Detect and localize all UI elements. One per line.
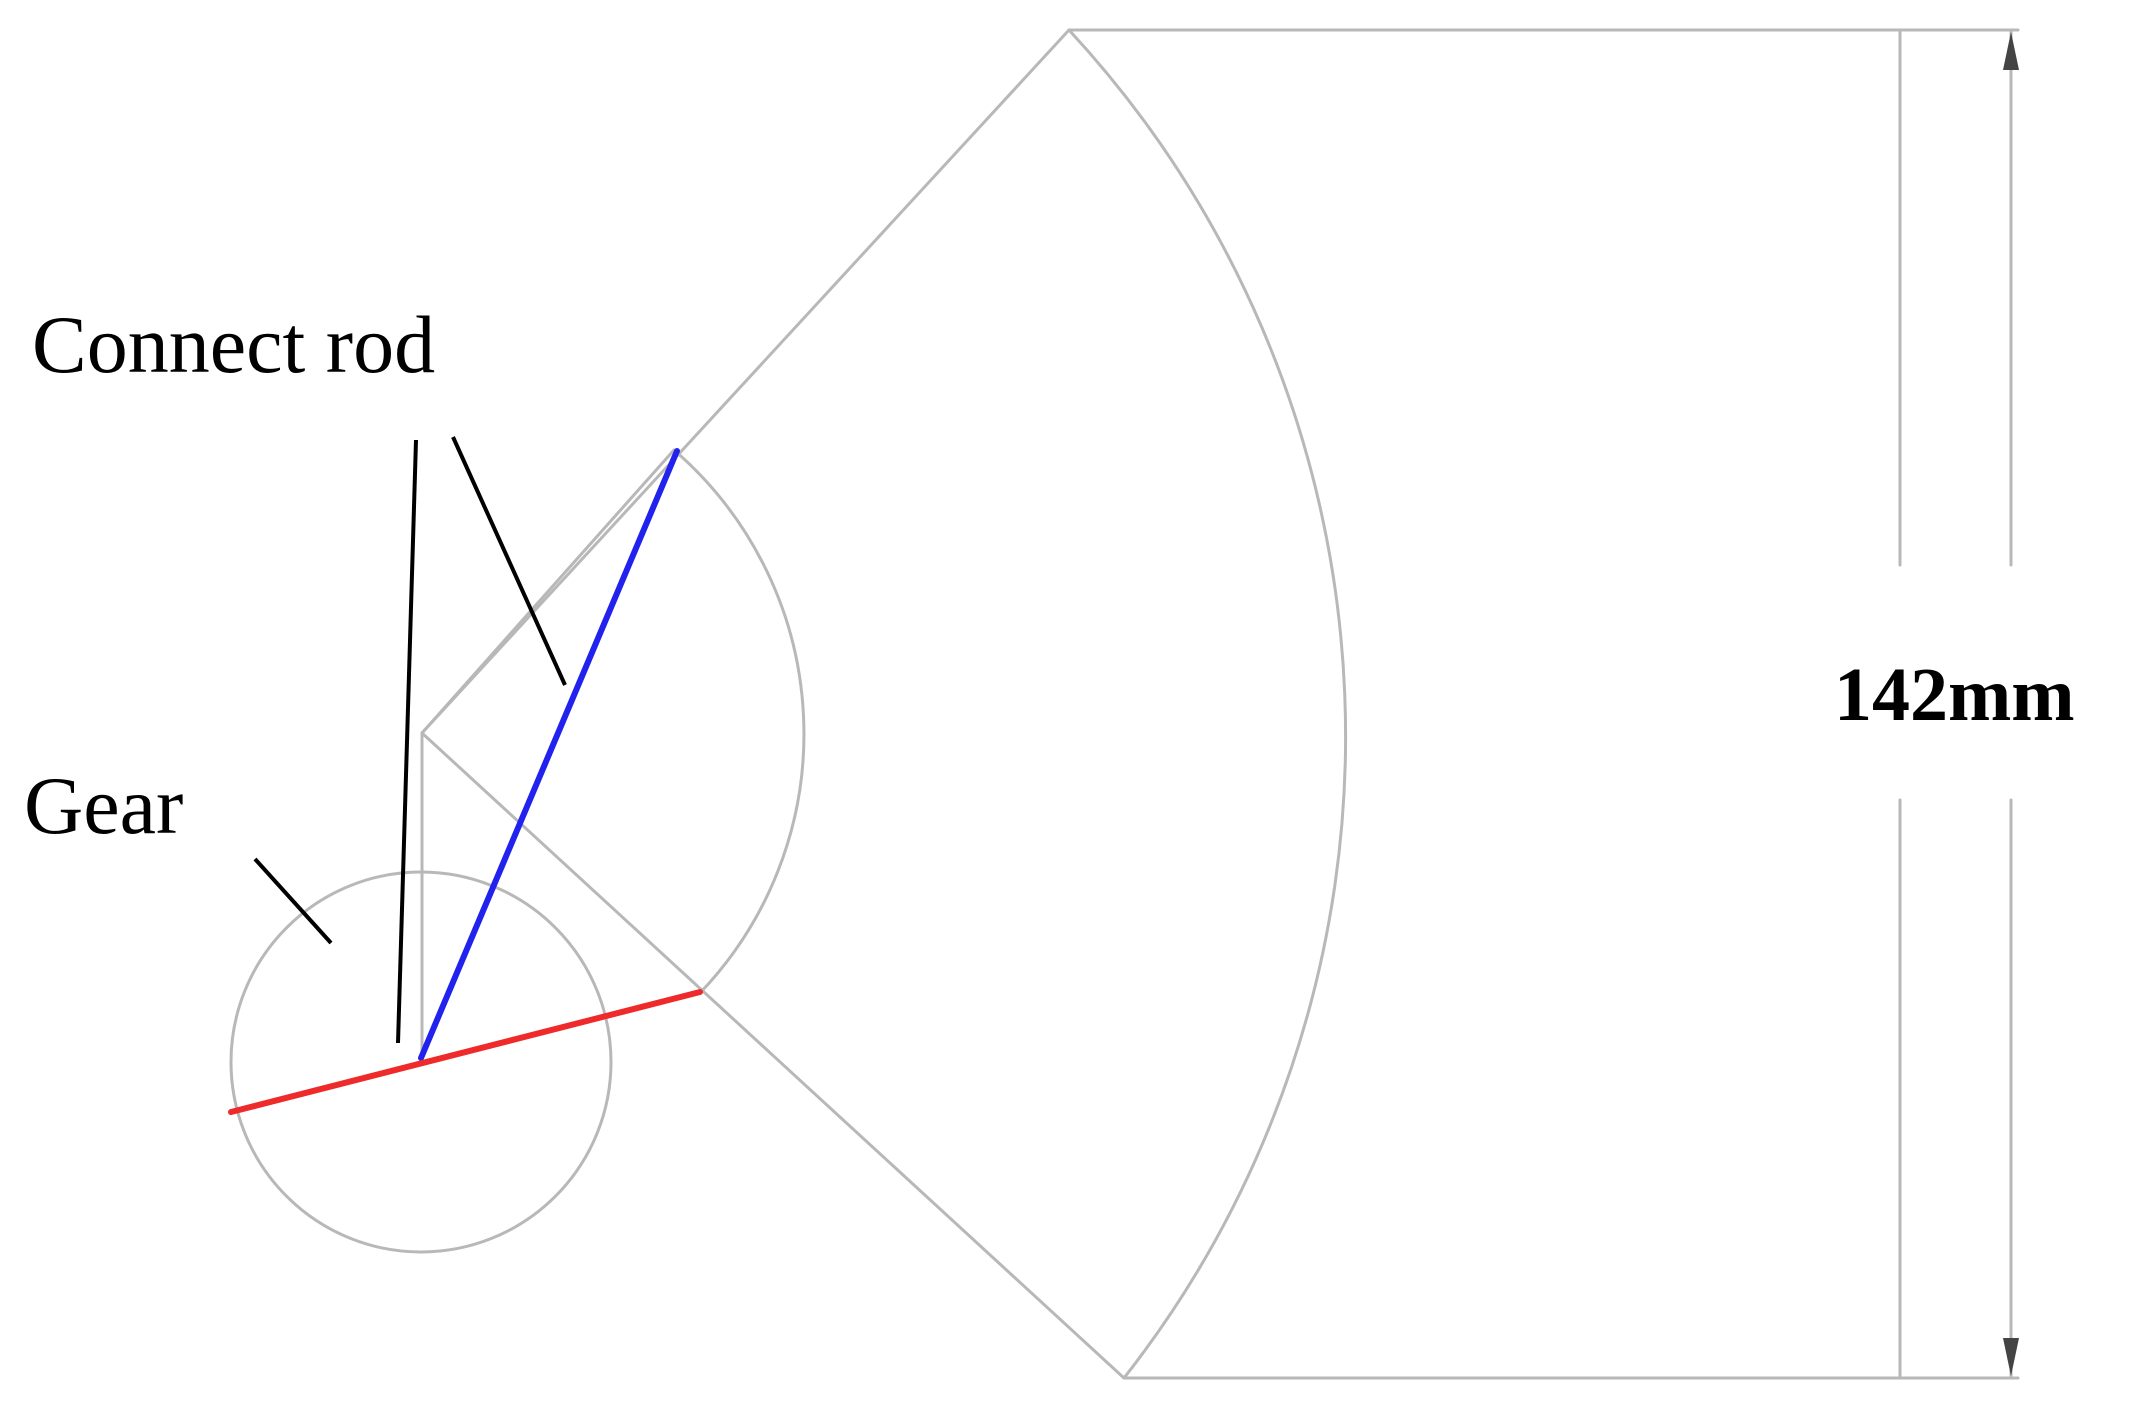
gear-circle <box>229 870 613 1254</box>
gear-leader <box>253 857 333 945</box>
connect-rod-label: Connect rod <box>32 299 435 390</box>
connect-rod-leader-2 <box>451 436 567 686</box>
dimension-arrow-down-icon <box>2003 1338 2019 1376</box>
dimension-arrow-up-icon <box>2003 32 2019 70</box>
connect-rod-leader-1 <box>396 439 418 1044</box>
large-sector-outline <box>420 28 1348 1380</box>
red-gear-rod <box>228 989 703 1115</box>
dimension-label: 142mm <box>1834 653 2075 737</box>
gear-label: Gear <box>24 760 183 851</box>
inner-sector-outline <box>420 448 806 995</box>
blue-connect-rod <box>418 448 680 1061</box>
